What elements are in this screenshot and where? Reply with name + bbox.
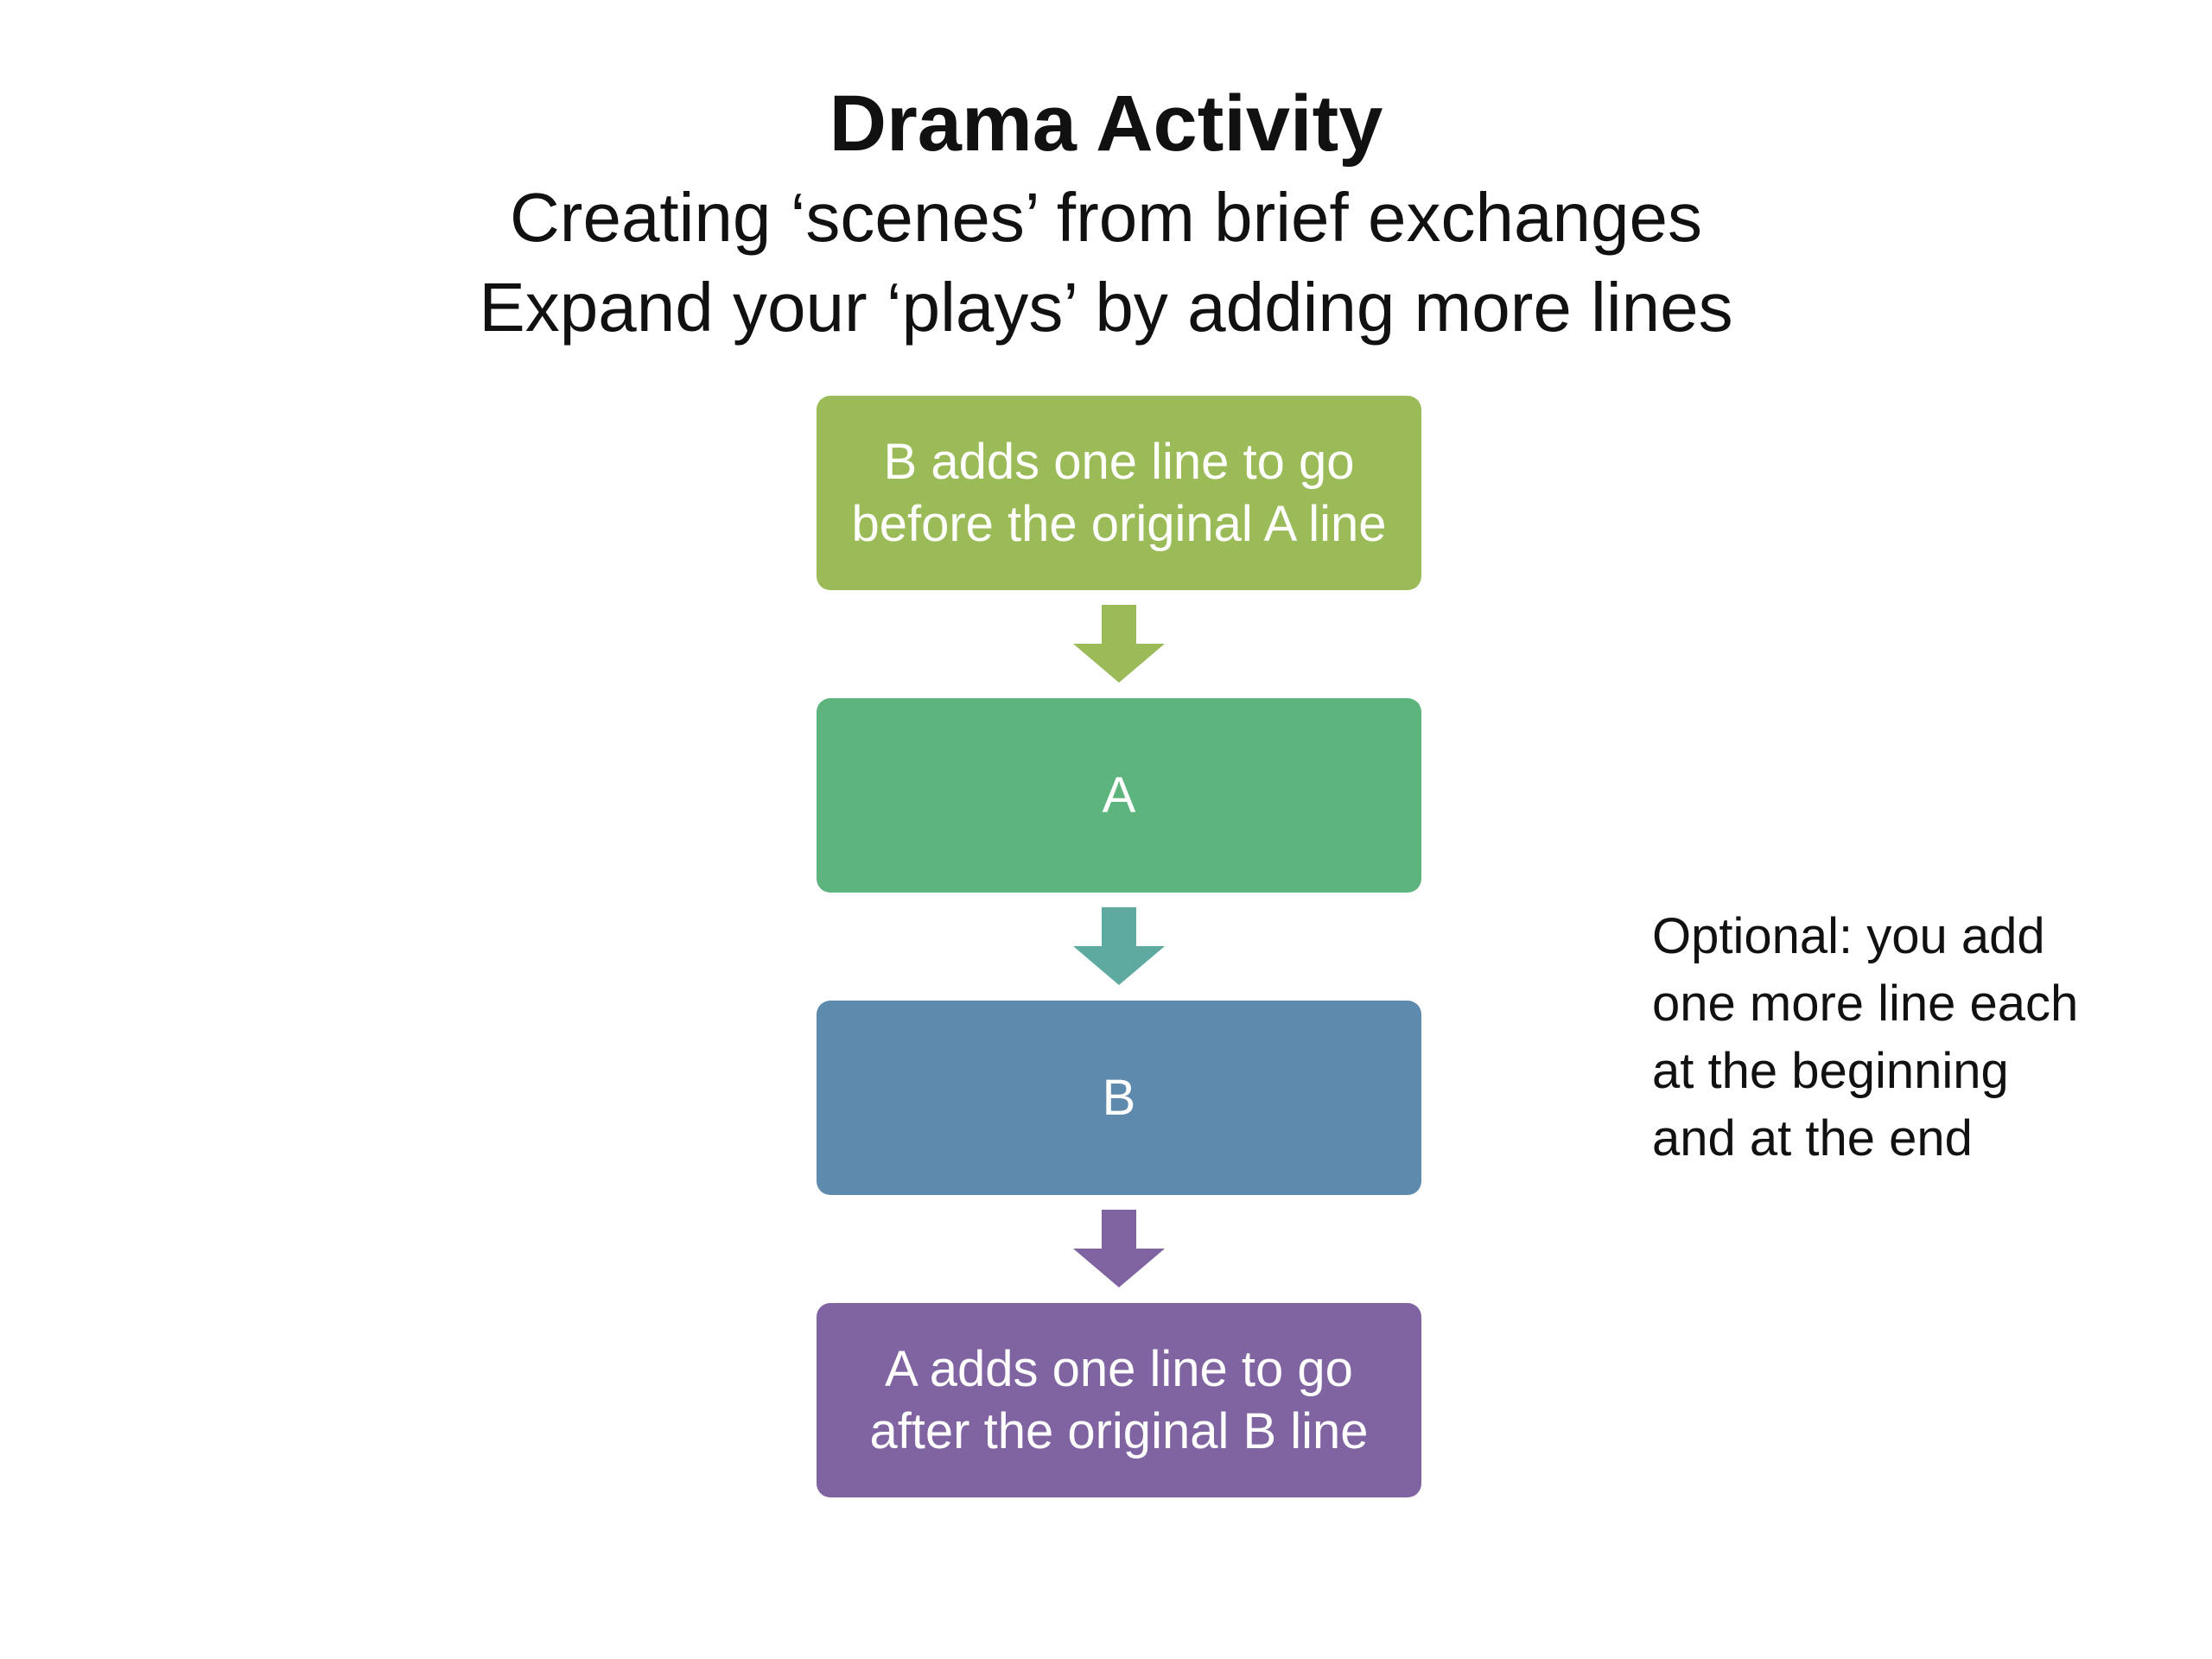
down-arrow-icon [1073, 1210, 1165, 1287]
flow-step-label: B adds one line to go before the origina… [851, 433, 1387, 552]
note-line: and at the end [1652, 1110, 1973, 1166]
down-arrow-icon [1073, 907, 1165, 985]
optional-note: Optional: you add one more line each at … [1652, 903, 2171, 1173]
note-line: one more line each [1652, 976, 2079, 1032]
flow-step-b: B [817, 1001, 1421, 1195]
flow-step-label: B [1102, 1069, 1136, 1126]
page-title: Drama Activity [829, 79, 1383, 168]
down-arrow-shape [1073, 605, 1165, 683]
down-arrow-shape [1073, 907, 1165, 985]
note-line: Optional: you add [1652, 908, 2045, 964]
subtitle-line-2: Expand your ‘plays’ by adding more lines [479, 269, 1733, 346]
down-arrow-shape [1073, 1210, 1165, 1287]
flow-step-label: A adds one line to go after the original… [869, 1340, 1369, 1459]
subtitle-line-1: Creating ‘scenes’ from brief exchanges [510, 179, 1702, 256]
flow-step-a: A [817, 698, 1421, 893]
flow-step-label: A [1102, 766, 1136, 823]
flow-step-b-before: B adds one line to go before the origina… [817, 396, 1421, 590]
down-arrow-icon [1073, 605, 1165, 683]
flow-step-a-after: A adds one line to go after the original… [817, 1303, 1421, 1497]
note-line: at the beginning [1652, 1043, 2009, 1099]
